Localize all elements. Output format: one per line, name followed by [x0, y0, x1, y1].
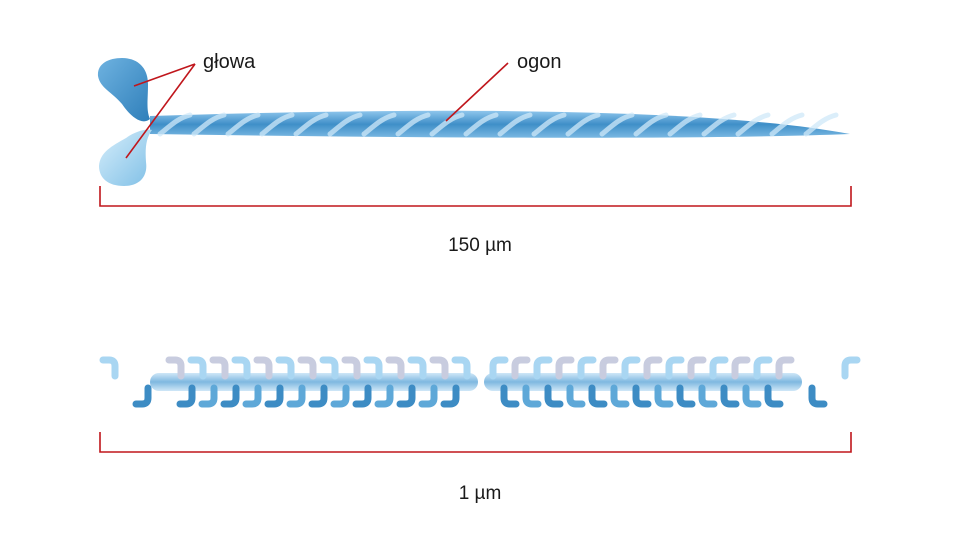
myosin-head: [319, 356, 339, 380]
tail-twist-stripes: [157, 112, 839, 137]
myosin-head: [566, 384, 586, 408]
scale-label-top: 150 µm: [448, 235, 512, 256]
myosin-head: [500, 384, 520, 408]
myosin-head: [132, 384, 152, 408]
myosin-head: [643, 356, 663, 380]
myosin-head: [665, 356, 685, 380]
myosin-head: [632, 384, 652, 408]
myosin-head: [775, 356, 795, 380]
tail-twist: [225, 112, 261, 137]
myosin-head: [374, 384, 394, 408]
myosin-head: [198, 384, 218, 408]
myosin-head: [341, 356, 361, 380]
tail-twist: [531, 112, 567, 137]
myosin-head: [599, 356, 619, 380]
myosin-head: [451, 356, 471, 380]
tail-twist: [803, 112, 839, 137]
tail-twist: [599, 112, 635, 137]
myosin-head: [363, 356, 383, 380]
myosin-head: [187, 356, 207, 380]
tail-twist: [361, 112, 397, 137]
myosin-head: [165, 356, 185, 380]
thick-filament: [99, 356, 861, 408]
head-label: głowa: [203, 51, 256, 73]
myosin-molecule: [97, 58, 850, 186]
myosin-head: [533, 356, 553, 380]
head-pointer-lines: [125, 63, 196, 159]
myosin-head: [687, 356, 707, 380]
myosin-head: [544, 384, 564, 408]
myosin-head: [588, 384, 608, 408]
tail-twist: [463, 112, 499, 137]
myosin-head: [264, 384, 284, 408]
myosin-head: [308, 384, 328, 408]
myosin-head: [720, 384, 740, 408]
myosin-head: [709, 356, 729, 380]
myosin-head: [764, 384, 784, 408]
tail-twist: [395, 112, 431, 137]
myosin-head: [231, 356, 251, 380]
myosin-head: [330, 384, 350, 408]
myosin-head: [253, 356, 273, 380]
myosin-head: [577, 356, 597, 380]
myosin-head: [610, 384, 630, 408]
myosin-head-upper: [97, 58, 150, 122]
tail-twist: [769, 112, 805, 137]
myosin-head: [698, 384, 718, 408]
tail-twist: [259, 112, 295, 137]
myosin-head: [841, 356, 861, 380]
tail-twist: [429, 112, 465, 137]
myosin-head: [676, 384, 696, 408]
tail-twist: [157, 112, 193, 137]
scale-bracket-top: [99, 186, 852, 207]
scale-label-bottom: 1 µm: [459, 483, 502, 504]
myosin-head: [440, 384, 460, 408]
tail-twist: [565, 112, 601, 137]
myosin-head: [753, 356, 773, 380]
tail-twist: [191, 112, 227, 137]
myosin-head: [489, 356, 509, 380]
myosin-head: [429, 356, 449, 380]
myosin-head: [808, 384, 828, 408]
myosin-head: [731, 356, 751, 380]
myosin-head: [742, 384, 762, 408]
tail-twist: [633, 112, 669, 137]
myosin-head: [242, 384, 262, 408]
filament-myosin-heads: [99, 356, 861, 408]
myosin-head: [99, 356, 119, 380]
myosin-head: [352, 384, 372, 408]
myosin-head: [407, 356, 427, 380]
myosin-head: [555, 356, 575, 380]
myosin-head: [286, 384, 306, 408]
myosin-head: [176, 384, 196, 408]
myosin-head: [654, 384, 674, 408]
myosin-head: [275, 356, 295, 380]
tail-twist: [497, 112, 533, 137]
tail-twist: [667, 112, 703, 137]
myosin-head: [385, 356, 405, 380]
myosin-head: [418, 384, 438, 408]
myosin-head-lower: [99, 129, 152, 186]
tail-pointer-line: [445, 62, 509, 122]
tail-twist: [293, 112, 329, 137]
myosin-head: [621, 356, 641, 380]
myosin-head: [396, 384, 416, 408]
tail-label: ogon: [517, 51, 562, 73]
myosin-head: [522, 384, 542, 408]
myosin-head: [511, 356, 531, 380]
filament-core: [150, 373, 802, 391]
myosin-head: [209, 356, 229, 380]
tail-twist: [735, 112, 771, 137]
myosin-head: [297, 356, 317, 380]
tail-twist: [327, 112, 363, 137]
myosin-head: [220, 384, 240, 408]
scale-bracket-bottom: [99, 432, 852, 453]
tail-twist: [701, 112, 737, 137]
